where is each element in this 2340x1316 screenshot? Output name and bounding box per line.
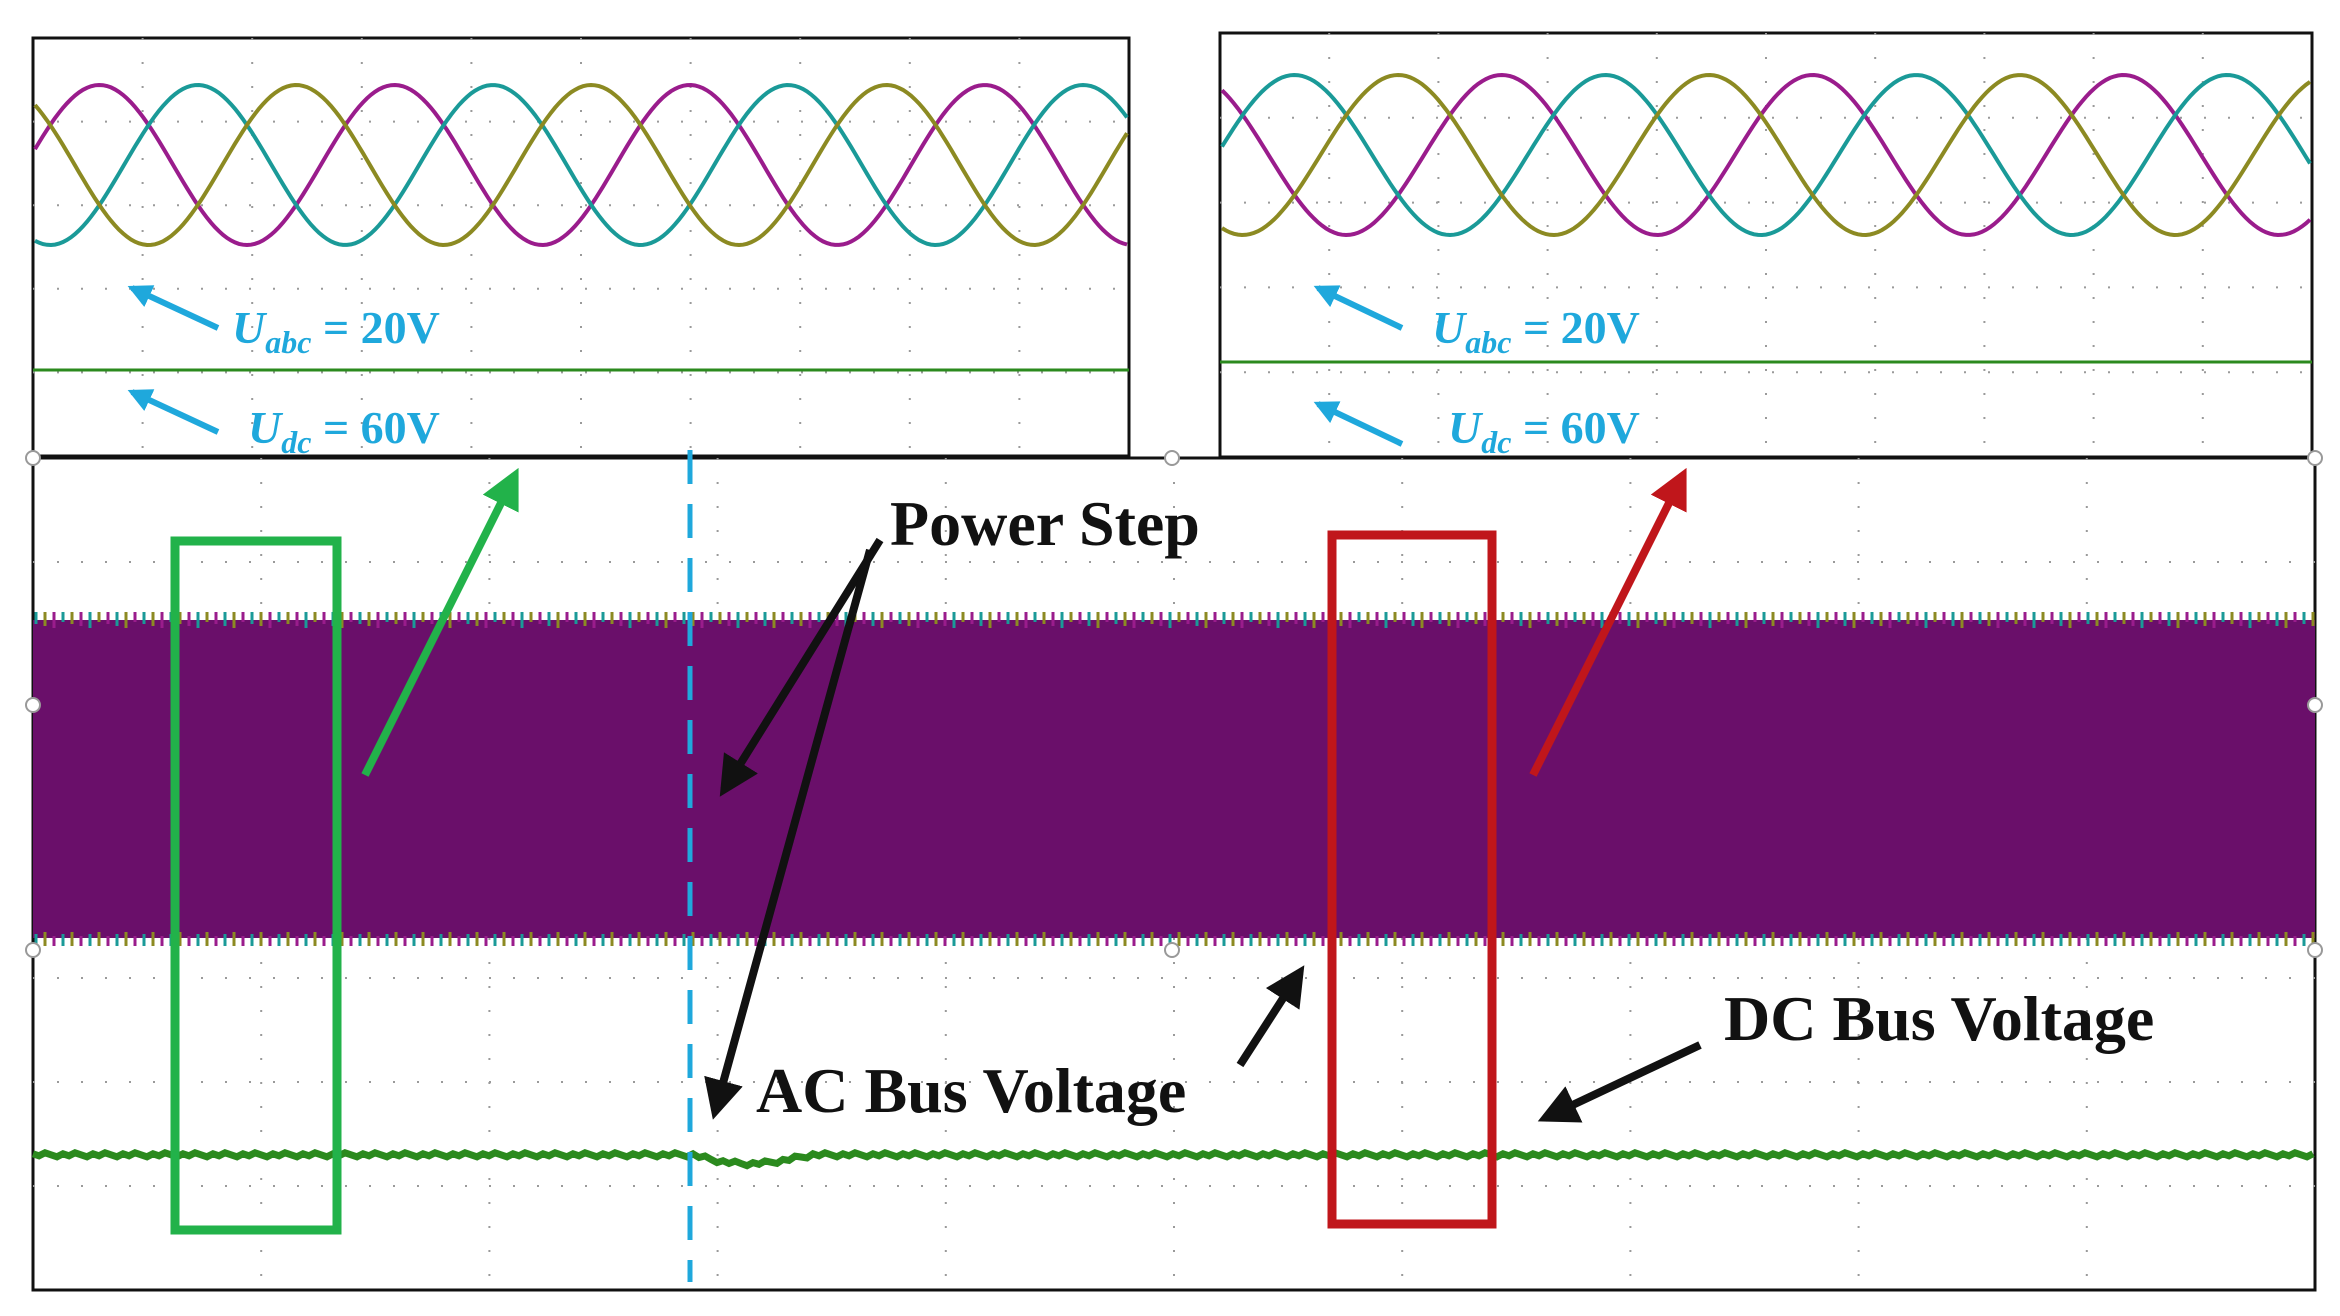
zoom-panel-after-uabc-label: Uabc = 20V xyxy=(1432,302,1640,360)
highlight-before-arrow xyxy=(361,467,519,777)
frame-handle xyxy=(2307,450,2323,466)
zoom-panel-before: Uabc = 20V Udc = 60V xyxy=(31,36,1131,460)
zoom-panel-before-frame xyxy=(31,36,1131,458)
power-step-label: Power Step xyxy=(890,488,1200,559)
frame-handle xyxy=(1164,942,1180,958)
zoom-panel-before-uabc-arrow xyxy=(127,285,220,331)
zoom-panel-before-waveforms xyxy=(33,82,1129,248)
phase-waveform-3 xyxy=(33,82,1129,248)
ac-bus-voltage-arrow xyxy=(1236,965,1305,1068)
zoom-panel-after-udc-arrow xyxy=(1313,401,1404,447)
frame-handle xyxy=(25,450,41,466)
frame-handle xyxy=(25,697,41,713)
zoom-panel-before-udc-arrow xyxy=(127,389,220,435)
dc-bus-voltage-label: DC Bus Voltage xyxy=(1724,983,2154,1054)
dc-bus-voltage-arrow xyxy=(1537,1041,1702,1123)
frame-handle xyxy=(2307,697,2323,713)
zoom-panel-before-uabc-label: Uabc = 20V xyxy=(232,302,440,360)
highlight-after-arrow xyxy=(1529,467,1687,777)
power-step-arrow-upper xyxy=(719,537,884,797)
phase-waveform-1 xyxy=(1220,72,2312,238)
phase-waveform-2 xyxy=(34,82,1129,248)
phase-waveform-1 xyxy=(33,82,1128,248)
dc-bus-voltage-trace xyxy=(31,1149,2315,1170)
phase-waveform-2 xyxy=(1220,72,2312,238)
highlight-before-box xyxy=(170,536,342,1235)
ac-bus-voltage-label: AC Bus Voltage xyxy=(756,1055,1186,1126)
frame-handle xyxy=(2307,942,2323,958)
ac-bus-voltage-band xyxy=(33,620,2315,938)
frame-handles xyxy=(25,450,2323,958)
zoom-panel-after-waveforms xyxy=(1220,72,2312,238)
overview-panel: Power Step AC Bus Voltage DC Bus Voltage xyxy=(25,450,2323,1292)
ac-bus-voltage-band-edges xyxy=(34,612,2315,946)
highlight-after-box xyxy=(1327,530,1497,1229)
power-step-arrow-lower xyxy=(704,548,874,1120)
zoom-panel-before-udc-label: Udc = 60V xyxy=(248,402,440,460)
frame-handle xyxy=(1164,450,1180,466)
zoom-panel-before-grid xyxy=(33,38,1129,456)
phase-waveform-3 xyxy=(1220,72,2312,238)
frame-handle xyxy=(25,942,41,958)
zoom-panel-after: Uabc = 20V Udc = 60V xyxy=(1218,31,2314,460)
zoom-panel-after-udc-label: Udc = 60V xyxy=(1448,402,1640,460)
zoom-panel-after-uabc-arrow xyxy=(1313,285,1404,331)
